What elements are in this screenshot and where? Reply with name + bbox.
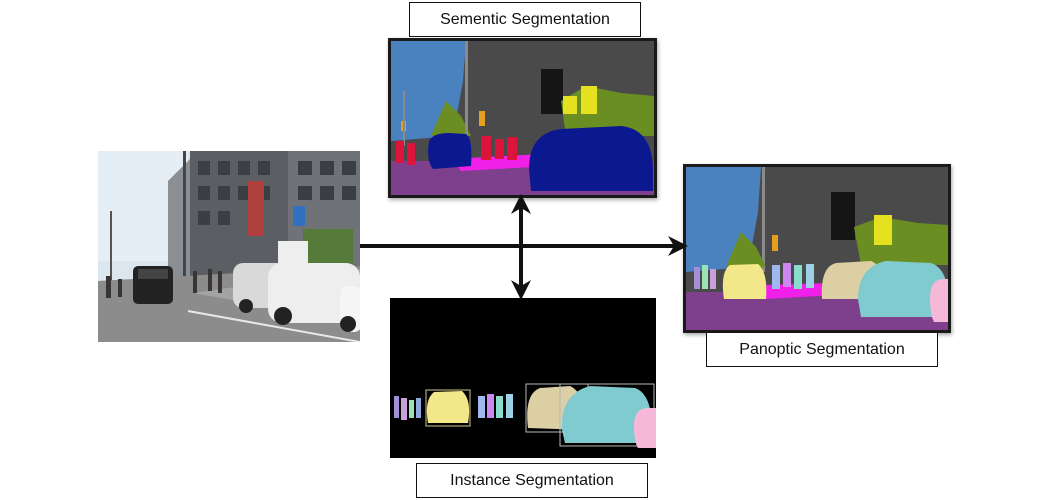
instance-segmentation-image [390,298,656,458]
panoptic-segmentation-label: Panoptic Segmentation [706,332,938,367]
semantic-segmentation-label: Sementic Segmentation [409,2,641,37]
input-street-photo [98,151,360,342]
semantic-segmentation-image [388,38,657,198]
panoptic-segmentation-image [683,164,951,333]
instance-segmentation-label: Instance Segmentation [416,463,648,498]
